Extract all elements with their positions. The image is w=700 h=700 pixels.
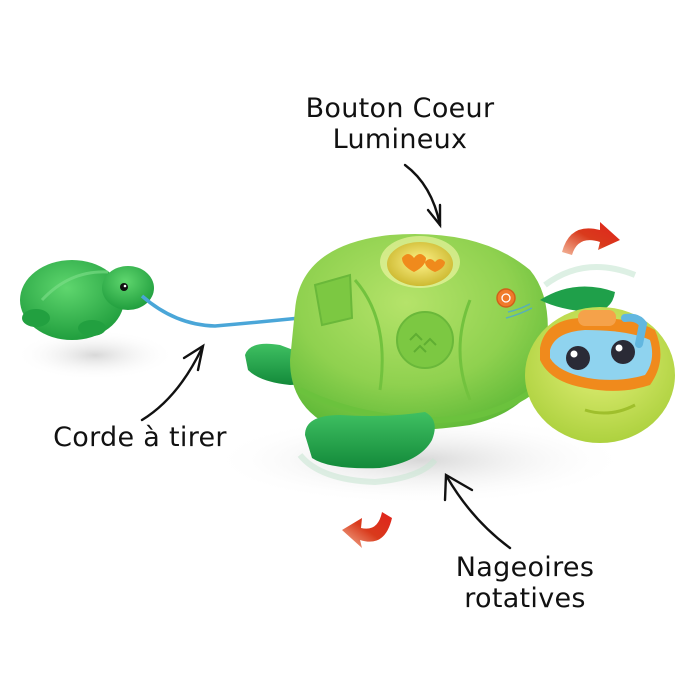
pull-cord-arrow — [140, 346, 204, 422]
right-eye — [611, 340, 635, 364]
pull-cord — [140, 294, 301, 328]
callout-arrows — [140, 163, 512, 550]
shell — [290, 234, 548, 431]
pull-cord-label-text: Corde à tirer — [53, 422, 227, 453]
fins-arrow — [445, 475, 512, 550]
turtle-head — [525, 307, 675, 443]
fins-label-line2: rotatives — [464, 583, 586, 614]
heart-light-button — [380, 236, 460, 288]
fins-label-line1: Nageoires — [455, 552, 595, 583]
heart-button-label-line2: Lumineux — [332, 124, 468, 155]
baby-shadow — [15, 330, 175, 380]
front-fin — [305, 412, 435, 469]
rotation-arrow-top — [562, 222, 620, 255]
pull-cord-label: Corde à tirer — [40, 422, 240, 453]
heart-button-label: Bouton Coeur Lumineux — [290, 93, 510, 155]
shell-pattern-circle — [396, 311, 454, 369]
fin-motion-blur — [297, 453, 438, 486]
fins-label: Nageoires rotatives — [440, 552, 610, 614]
heart-button-arrow — [403, 163, 442, 227]
left-eye — [566, 346, 590, 370]
snorkel — [621, 313, 648, 348]
top-fin — [540, 286, 615, 312]
power-button — [496, 288, 533, 319]
shell-pattern-square — [313, 273, 354, 327]
heart-button-label-line1: Bouton Coeur — [305, 93, 495, 124]
baby-turtle — [20, 260, 154, 340]
rotation-arrow-bottom — [342, 512, 392, 548]
